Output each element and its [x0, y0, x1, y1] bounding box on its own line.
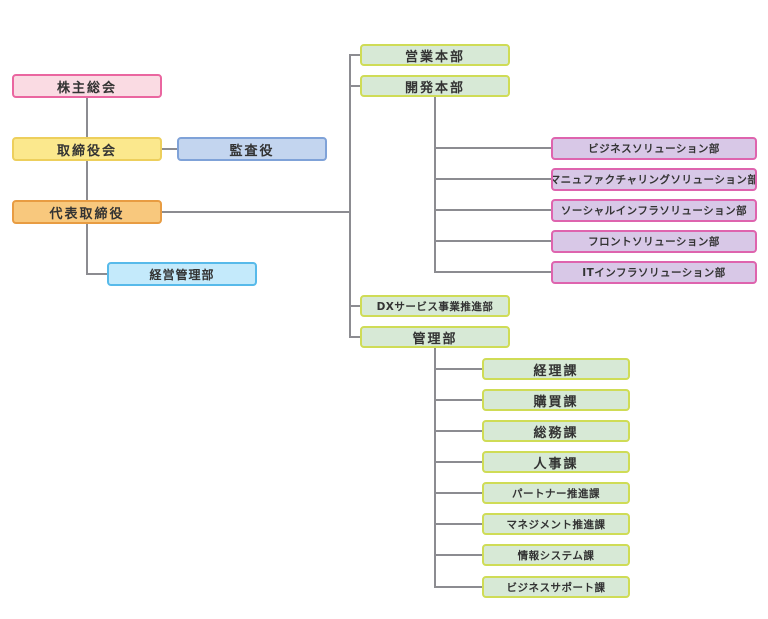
connector-line	[349, 305, 360, 307]
node-social-infra-solution-dept: ソーシャルインフラソリューション部	[551, 199, 757, 222]
connector-line	[349, 54, 351, 338]
connector-line	[434, 399, 482, 401]
connector-line	[86, 223, 88, 275]
node-purchasing-section: 購買課	[482, 389, 630, 411]
node-representative-director: 代表取締役	[12, 200, 162, 224]
node-general-affairs-section: 総務課	[482, 420, 630, 442]
connector-line	[434, 461, 482, 463]
connector-line	[434, 368, 482, 370]
connector-line	[434, 492, 482, 494]
connector-line	[162, 148, 177, 150]
node-business-solution-dept: ビジネスソリューション部	[551, 137, 757, 160]
node-hr-section: 人事課	[482, 451, 630, 473]
connector-line	[434, 430, 482, 432]
connector-line	[86, 161, 88, 200]
node-management-promotion-section: マネジメント推進課	[482, 513, 630, 535]
connector-line	[349, 85, 360, 87]
connector-line	[434, 348, 436, 588]
node-partner-promotion-section: パートナー推進課	[482, 482, 630, 504]
node-accounting-section: 経理課	[482, 358, 630, 380]
connector-line	[349, 54, 360, 56]
node-information-systems-section: 情報システム課	[482, 544, 630, 566]
node-auditor: 監査役	[177, 137, 327, 161]
connector-line	[434, 97, 436, 273]
connector-line	[434, 178, 551, 180]
node-shareholders-meeting: 株主総会	[12, 74, 162, 98]
node-dx-service-promotion-division: DXサービス事業推進部	[360, 295, 510, 317]
node-business-support-section: ビジネスサポート課	[482, 576, 630, 598]
node-corporate-management-dept: 経営管理部	[107, 262, 257, 286]
connector-line	[434, 586, 482, 588]
connector-line	[86, 273, 107, 275]
node-administration-division: 管理部	[360, 326, 510, 348]
node-it-infra-solution-dept: ITインフラソリューション部	[551, 261, 757, 284]
connector-line	[434, 240, 551, 242]
connector-line	[434, 554, 482, 556]
node-front-solution-dept: フロントソリューション部	[551, 230, 757, 253]
connector-line	[86, 98, 88, 137]
node-sales-division: 営業本部	[360, 44, 510, 66]
connector-line	[349, 336, 360, 338]
node-board-of-directors: 取締役会	[12, 137, 162, 161]
connector-line	[162, 211, 351, 213]
connector-line	[434, 271, 551, 273]
node-manufacturing-solution-dept: マニュファクチャリングソリューション部	[551, 168, 757, 191]
node-development-division: 開発本部	[360, 75, 510, 97]
connector-line	[434, 523, 482, 525]
connector-line	[434, 209, 551, 211]
connector-line	[434, 147, 551, 149]
